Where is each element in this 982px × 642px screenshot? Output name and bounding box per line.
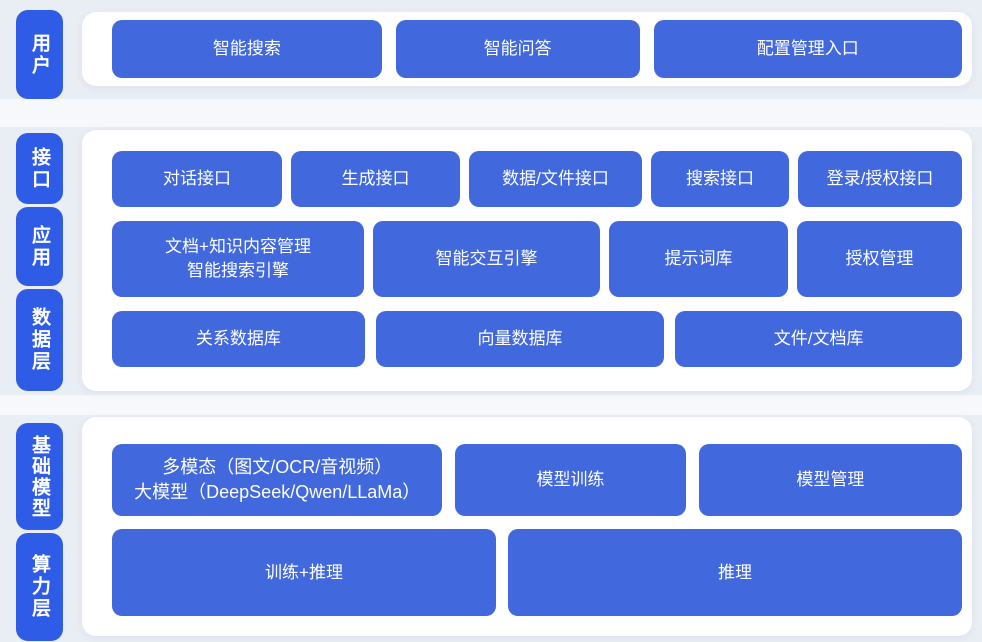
layer-label-user: 用户 (16, 10, 63, 99)
block-smart-qa: 智能问答 (395, 20, 640, 78)
block-smart-search: 智能搜索 (112, 20, 382, 78)
layer-label-application: 应用 (16, 207, 63, 286)
block-doc-knowledge-mgmt-search-engine: 文档+知识内容管理 智能搜索引擎 (112, 221, 364, 297)
block-relational-db: 关系数据库 (112, 311, 365, 367)
block-login-auth-api: 登录/授权接口 (798, 151, 962, 207)
row-interfaces: 对话接口 生成接口 数据/文件接口 搜索接口 登录/授权接口 (112, 151, 962, 207)
row-applications: 文档+知识内容管理 智能搜索引擎 智能交互引擎 提示词库 授权管理 (112, 221, 962, 297)
block-prompt-library: 提示词库 (609, 221, 788, 297)
block-smart-interaction-engine: 智能交互引擎 (373, 221, 600, 297)
layer-label-interface: 接口 (16, 133, 63, 204)
layer-label-data: 数据层 (16, 289, 63, 391)
block-multimodal-llm: 多模态（图文/OCR/音视频） 大模型（DeepSeek/Qwen/LLaMa） (112, 444, 443, 516)
block-file-doc-store: 文件/文档库 (675, 311, 962, 367)
block-search-api: 搜索接口 (651, 151, 789, 207)
row-compute: 训练+推理 推理 (112, 529, 962, 616)
layer-label-foundation-model: 基础模型 (16, 423, 63, 530)
block-authorization-mgmt: 授权管理 (797, 221, 962, 297)
block-training-inference: 训练+推理 (112, 529, 496, 616)
block-config-mgmt-entry: 配置管理入口 (653, 20, 962, 78)
section-gap-band (0, 99, 982, 127)
panel-user-layer: 智能搜索 智能问答 配置管理入口 (82, 12, 972, 86)
panel-foundation-compute: 多模态（图文/OCR/音视频） 大模型（DeepSeek/Qwen/LLaMa）… (82, 417, 972, 636)
section-gap-band (0, 395, 982, 415)
block-generation-api: 生成接口 (291, 151, 460, 207)
layer-label-compute: 算力层 (16, 533, 63, 641)
row-user-entries: 智能搜索 智能问答 配置管理入口 (112, 20, 962, 78)
block-model-mgmt: 模型管理 (698, 444, 962, 516)
block-inference: 推理 (508, 529, 962, 616)
block-model-training: 模型训练 (455, 444, 686, 516)
block-data-file-api: 数据/文件接口 (469, 151, 642, 207)
block-dialog-api: 对话接口 (112, 151, 282, 207)
row-foundation-models: 多模态（图文/OCR/音视频） 大模型（DeepSeek/Qwen/LLaMa）… (112, 444, 962, 516)
row-data-stores: 关系数据库 向量数据库 文件/文档库 (112, 311, 962, 367)
panel-interface-application-data: 对话接口 生成接口 数据/文件接口 搜索接口 登录/授权接口 文档+知识内容管理… (82, 130, 972, 391)
block-vector-db: 向量数据库 (375, 311, 665, 367)
